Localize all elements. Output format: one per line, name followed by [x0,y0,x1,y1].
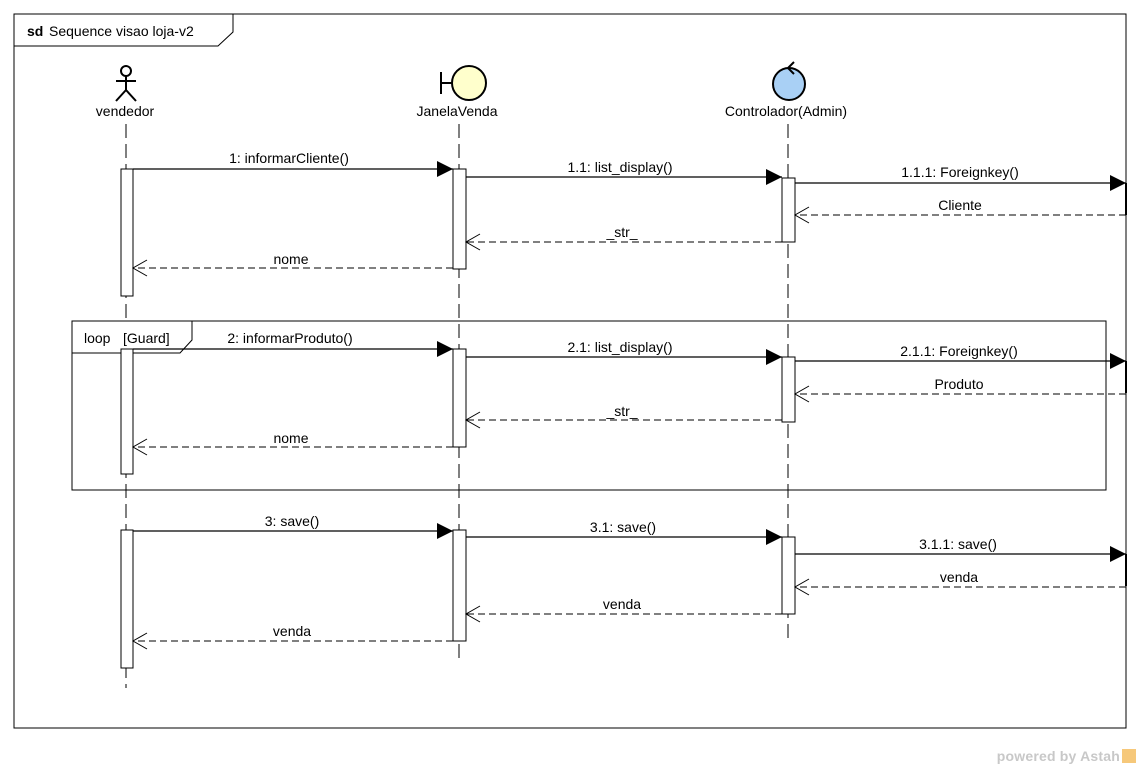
actor-icon [115,65,137,102]
reply-produto: Produto [793,376,1126,403]
activation-janela-3 [452,529,467,642]
msg-2-1-1-foreignkey: 2.1.1: Foreignkey() [795,343,1127,393]
frame-title: Sequence visao loja-v2 [49,23,194,39]
loop-fragment [71,320,1107,491]
activation-vendedor-2 [120,348,134,475]
frame-keyword: sd [27,23,43,39]
reply-venda-1: venda [793,569,1126,596]
reply-cliente-label: Cliente [938,197,982,213]
diagram-frame [13,13,1127,729]
msg-3-1-save: 3.1: save() [466,519,782,545]
astah-watermark: powered by Astah [997,748,1136,764]
reply-nome-2: nome [131,430,453,456]
msg-3-1-1-save-label: 3.1.1: save() [919,536,997,552]
activation-vendedor-3 [120,529,134,669]
msg-1-informarcliente: 1: informarCliente() [133,150,453,177]
reply-nome-1-label: nome [273,251,308,267]
activation-janela-2 [452,348,467,448]
msg-1-informarcliente-label: 1: informarCliente() [229,150,349,166]
reply-venda-3: venda [131,623,453,650]
reply-venda-2: venda [464,596,782,623]
reply-venda-3-label: venda [273,623,311,639]
msg-1-1-1-foreignkey: 1.1.1: Foreignkey() [795,164,1127,215]
activation-controlador-1 [781,177,796,243]
msg-2-1-list-display-label: 2.1: list_display() [567,339,672,355]
loop-operator: loop [84,330,111,346]
sequence-diagram: sd Sequence visao loja-v2 vendedor Janel… [13,13,1127,729]
msg-3-save: 3: save() [133,513,453,539]
msg-3-save-label: 3: save() [265,513,319,529]
msg-2-informarproduto: 2: informarProduto() [133,330,453,357]
activation-janela-1 [452,168,467,270]
lifeline-label-janelavenda: JanelaVenda [417,103,498,119]
msg-2-1-list-display: 2.1: list_display() [466,339,782,365]
reply-venda-1-label: venda [940,569,978,585]
reply-str-1: _str_ [464,224,782,251]
msg-1-1-1-foreignkey-label: 1.1.1: Foreignkey() [901,164,1019,180]
msg-2-1-1-foreignkey-label: 2.1.1: Foreignkey() [900,343,1018,359]
reply-str-2: _str_ [464,403,782,429]
msg-3-1-1-save: 3.1.1: save() [795,536,1127,586]
msg-1-1-list-display: 1.1: list_display() [466,159,782,185]
reply-str-1-label: _str_ [605,224,637,240]
boundary-icon [440,65,487,101]
lifeline-label-controlador: Controlador(Admin) [725,103,847,119]
activations [120,168,796,669]
activation-controlador-3 [781,536,796,615]
astah-logo-icon [1122,749,1136,763]
msg-3-1-save-label: 3.1: save() [590,519,656,535]
reply-produto-label: Produto [934,376,983,392]
msg-1-1-list-display-label: 1.1: list_display() [567,159,672,175]
reply-venda-2-label: venda [603,596,641,612]
loop-guard: [Guard] [123,330,170,346]
lifeline-label-vendedor: vendedor [96,103,155,119]
reply-str-2-label: _str_ [605,403,637,419]
control-icon [772,61,806,101]
reply-nome-2-label: nome [273,430,308,446]
reply-nome-1: nome [131,251,453,277]
loop-tab [71,320,193,354]
messages: 1: informarCliente() 1.1: list_display() 1… [131,150,1127,650]
activation-controlador-2 [781,356,796,423]
frame-tab [13,13,234,47]
reply-cliente: Cliente [793,197,1126,224]
msg-2-informarproduto-label: 2: informarProduto() [227,330,352,346]
activation-vendedor-1 [120,168,134,297]
